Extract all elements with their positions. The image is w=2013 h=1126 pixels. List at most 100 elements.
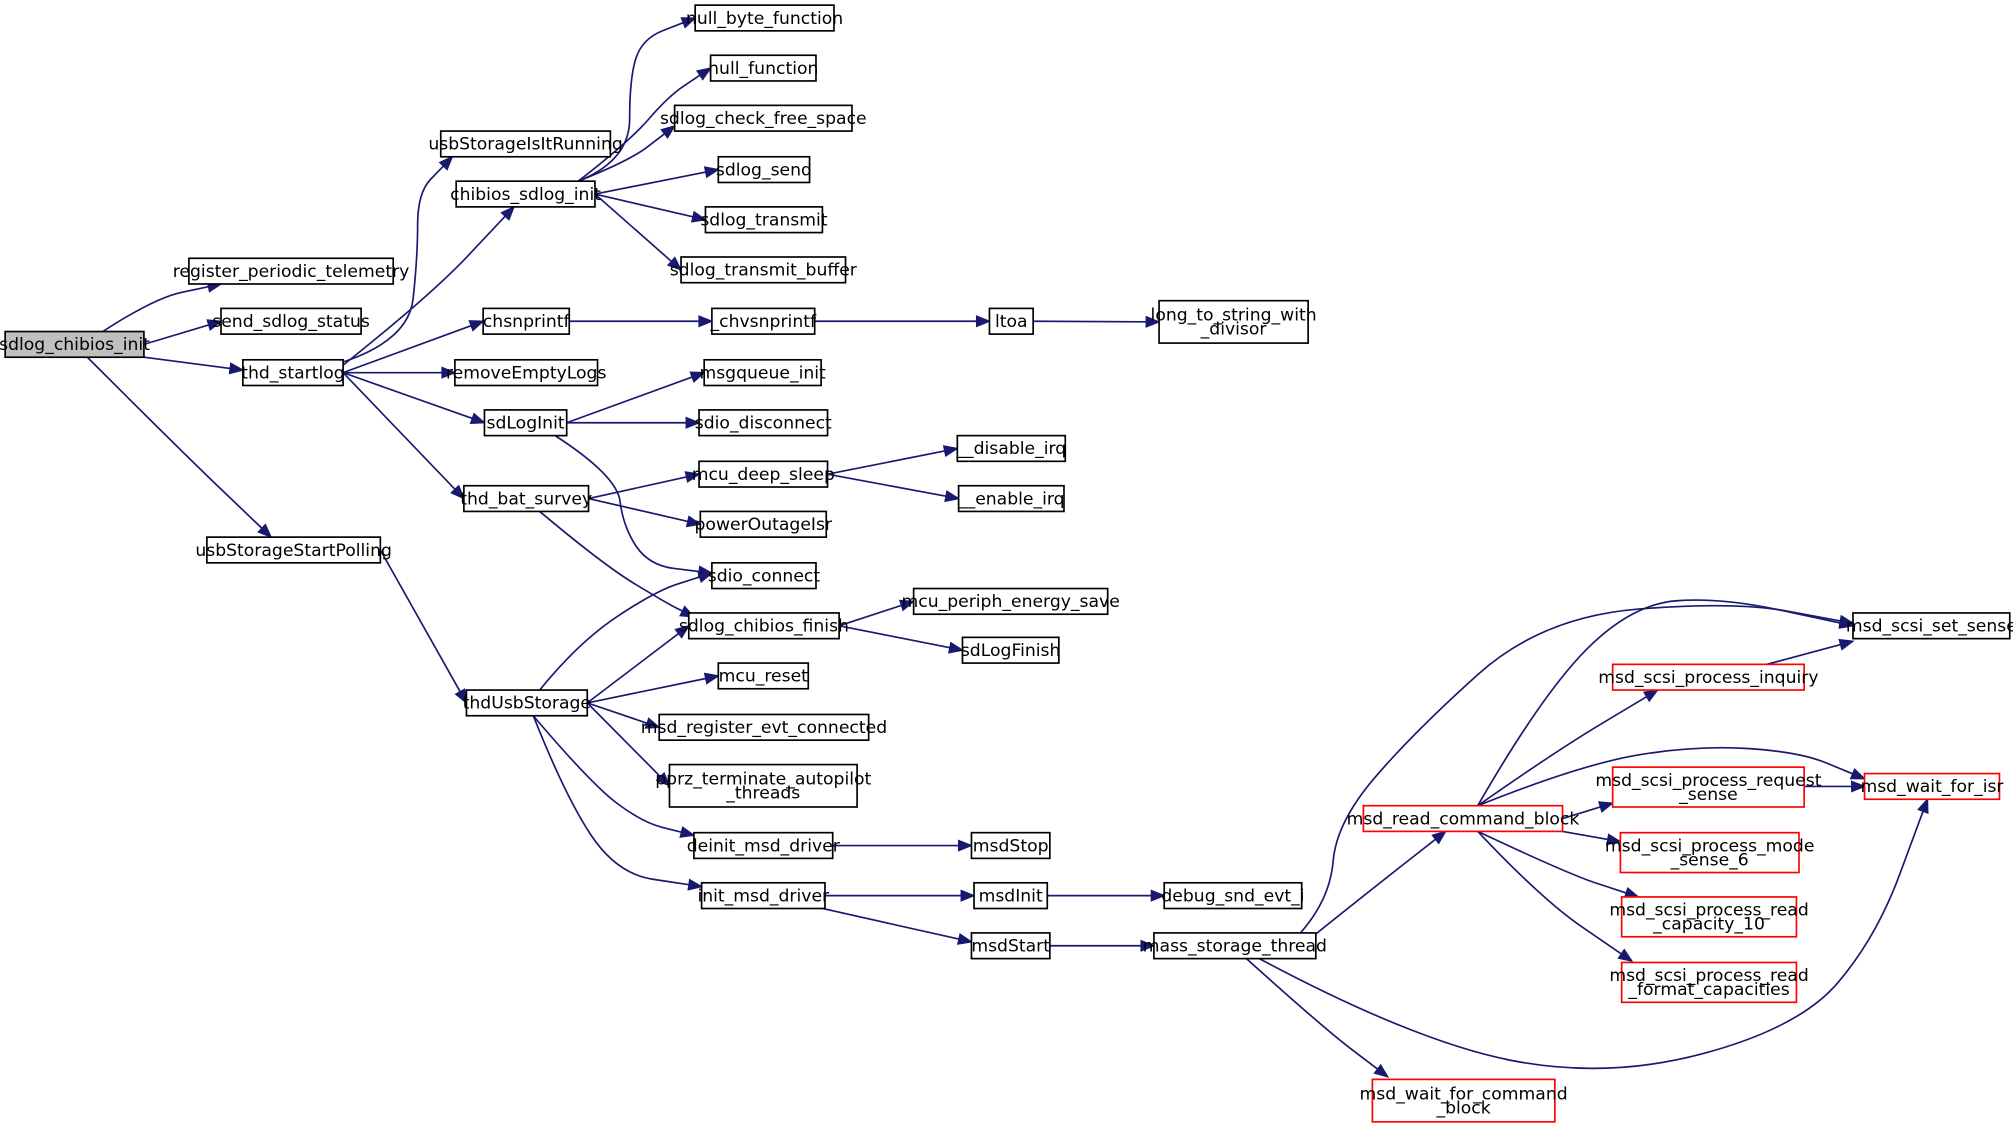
function-node-label: deinit_msd_driver <box>687 836 841 856</box>
call-edge-chsnprintf-to-_chvsnprintf <box>569 315 714 328</box>
function-node-null_byte_function[interactable]: null_byte_function <box>686 4 843 32</box>
arrowhead-icon <box>1838 616 1855 629</box>
function-node-msd_register_evt_connected[interactable]: msd_register_evt_connected <box>641 713 887 741</box>
call-edge-thdUsbStorage-to-sdio_connect <box>539 571 714 691</box>
function-node-init_msd_driver[interactable]: init_msd_driver <box>697 881 830 910</box>
function-node-mass_storage_thread[interactable]: mass_storage_thread <box>1143 932 1327 960</box>
function-node-msd_scsi_process_read_capacity_10[interactable]: msd_scsi_process_read_capacity_10 <box>1609 896 1809 938</box>
function-node-usbStorageIsItRunning[interactable]: usbStorageIsItRunning <box>428 130 623 158</box>
function-node-sdLogFinish[interactable]: sdLogFinish <box>961 636 1061 664</box>
arrowhead-icon <box>703 672 721 685</box>
function-node-msd_scsi_process_mode_sense_6[interactable]: msd_scsi_process_mode_sense_6 <box>1605 831 1815 874</box>
arrowhead-icon <box>469 412 487 424</box>
function-node-msdStart[interactable]: msdStart <box>970 932 1051 960</box>
function-node-msd_wait_for_command_block[interactable]: msd_wait_for_command_block <box>1360 1078 1568 1123</box>
function-node-sdlog_chibios_init[interactable]: sdlog_chibios_init <box>0 330 150 359</box>
edge-line <box>587 677 706 704</box>
function-node-msd_read_command_block[interactable]: msd_read_command_block <box>1347 804 1580 833</box>
function-node-msd_scsi_process_inquiry[interactable]: msd_scsi_process_inquiry <box>1598 663 1819 691</box>
edge-line <box>577 133 665 182</box>
function-node-label: __disable_irq <box>955 439 1066 459</box>
function-node-sdLogInit[interactable]: sdLogInit <box>483 409 568 437</box>
arrowhead-icon <box>674 624 691 639</box>
function-node-label: sdlog_transmit_buffer <box>670 261 858 281</box>
arrowhead-icon <box>660 124 676 139</box>
function-node-long_to_string_with_divisor[interactable]: long_to_string_with_divisor <box>1151 299 1317 344</box>
arrowhead-icon <box>685 515 703 528</box>
function-node-label: debug_snd_evt_i <box>1161 886 1304 906</box>
function-node-label: msd_wait_for_isr <box>1860 777 2004 797</box>
function-node-thdUsbStorage[interactable]: thdUsbStorage <box>463 689 591 717</box>
function-node-label: msd_scsi_process_read <box>1609 966 1808 986</box>
arrowhead-icon <box>228 362 245 375</box>
edge-line <box>588 497 688 523</box>
edge-line <box>594 193 672 262</box>
function-node-sdlog_check_free_space[interactable]: sdlog_check_free_space <box>660 104 867 132</box>
function-node-label: msd_scsi_process_inquiry <box>1598 668 1818 688</box>
function-node-__enable_irq[interactable]: __enable_irq <box>957 484 1065 513</box>
arrowhead-icon <box>703 166 721 179</box>
call-edge-thd_bat_survey-to-powerOutageIsr <box>588 497 703 528</box>
call-edge-sdlog_chibios_init-to-usbStorageStartPolling <box>86 356 273 539</box>
function-node-sdlog_transmit[interactable]: sdlog_transmit <box>700 206 828 234</box>
function-node-chibios_sdlog_init[interactable]: chibios_sdlog_init <box>450 180 601 208</box>
function-node-sdlog_send[interactable]: sdlog_send <box>716 155 812 184</box>
call-edge-thd_startlog-to-thd_bat_survey <box>342 372 466 500</box>
function-node-powerOutageIsr[interactable]: powerOutageIsr <box>695 510 833 538</box>
function-node-label: pprz_terminate_autopilot <box>655 769 871 789</box>
function-node-thd_bat_survey[interactable]: thd_bat_survey <box>460 484 592 513</box>
function-node-box <box>1619 831 1800 874</box>
function-node-sdio_disconnect[interactable]: sdio_disconnect <box>695 409 832 437</box>
function-node-label: _threads <box>725 784 800 804</box>
function-node-msd_wait_for_isr[interactable]: msd_wait_for_isr <box>1860 772 2004 801</box>
call-edge-msd_read_command_block-to-msd_scsi_process_mode_sense_6 <box>1562 830 1623 846</box>
function-node-__disable_irq[interactable]: __disable_irq <box>955 434 1066 463</box>
call-edge-thd_startlog-to-chibios_sdlog_init <box>341 205 516 367</box>
function-node-deinit_msd_driver[interactable]: deinit_msd_driver <box>687 831 841 860</box>
call-edge-init_msd_driver-to-msdInit <box>824 889 976 902</box>
arrowhead-icon <box>468 320 485 332</box>
function-node-usbStorageStartPolling[interactable]: usbStorageStartPolling <box>195 536 392 564</box>
function-node-null_function[interactable]: null_function <box>708 54 818 82</box>
function-node-label: sdio_connect <box>708 566 821 586</box>
function-node-mcu_reset[interactable]: mcu_reset <box>717 662 810 690</box>
function-node-msdStop[interactable]: msdStop <box>970 831 1051 860</box>
function-node-msd_scsi_process_request_sense[interactable]: msd_scsi_process_request_sense <box>1595 766 1822 808</box>
edge-line <box>341 215 506 367</box>
function-node-debug_snd_evt_i[interactable]: debug_snd_evt_i <box>1161 881 1305 910</box>
function-node-sdlog_chibios_finish[interactable]: sdlog_chibios_finish <box>679 612 849 640</box>
function-node-mcu_periph_energy_save[interactable]: mcu_periph_energy_save <box>901 587 1120 616</box>
call-edge-thd_startlog-to-usbStorageIsItRunning <box>341 155 454 364</box>
function-node-send_sdlog_status[interactable]: send_sdlog_status <box>212 307 370 335</box>
function-node-removeEmptyLogs[interactable]: removeEmptyLogs <box>446 358 607 387</box>
function-node-box <box>709 54 817 82</box>
function-node-register_periodic_telemetry[interactable]: register_periodic_telemetry <box>173 257 410 285</box>
arrowhead-icon <box>655 771 671 788</box>
function-node-msgqueue_init[interactable]: msgqueue_init <box>699 358 826 387</box>
function-node-box <box>668 763 858 808</box>
function-node-label: sdlog_check_free_space <box>660 109 867 129</box>
edge-line <box>827 450 945 475</box>
function-node-box <box>1371 1078 1556 1123</box>
function-node-thd_startlog[interactable]: thd_startlog <box>241 358 345 387</box>
function-node-sdio_connect[interactable]: sdio_connect <box>708 561 821 590</box>
function-node-mcu_deep_sleep[interactable]: mcu_deep_sleep <box>692 460 835 488</box>
function-node-label: _capacity_10 <box>1652 915 1765 935</box>
function-node-msd_scsi_process_read_format_capacities[interactable]: msd_scsi_process_read_format_capacities <box>1609 961 1809 1004</box>
function-node-msd_scsi_set_sense[interactable]: msd_scsi_set_sense <box>1846 612 2013 640</box>
call-edge-thdUsbStorage-to-deinit_msd_driver <box>532 715 696 838</box>
function-node-label: sdlog_chibios_init <box>0 335 150 355</box>
call-edge-mass_storage_thread-to-msd_wait_for_isr <box>1258 797 1929 1070</box>
function-node-ltoa[interactable]: ltoa <box>988 307 1034 335</box>
function-node-msdInit[interactable]: msdInit <box>973 881 1049 910</box>
function-node-sdlog_transmit_buffer[interactable]: sdlog_transmit_buffer <box>670 256 858 284</box>
arrowhead-icon <box>696 67 713 81</box>
edge-line <box>342 371 473 420</box>
function-node-chsnprintf[interactable]: chsnprintf <box>482 307 571 335</box>
arrowhead-icon <box>1431 830 1447 845</box>
function-node-_chvsnprintf[interactable]: _chvsnprintf <box>710 307 817 335</box>
function-node-pprz_terminate_autopilot_threads[interactable]: pprz_terminate_autopilot_threads <box>655 763 872 808</box>
function-node-box <box>1620 961 1798 1004</box>
edge-line <box>532 715 682 833</box>
function-node-label: _format_capacities <box>1627 980 1789 1000</box>
